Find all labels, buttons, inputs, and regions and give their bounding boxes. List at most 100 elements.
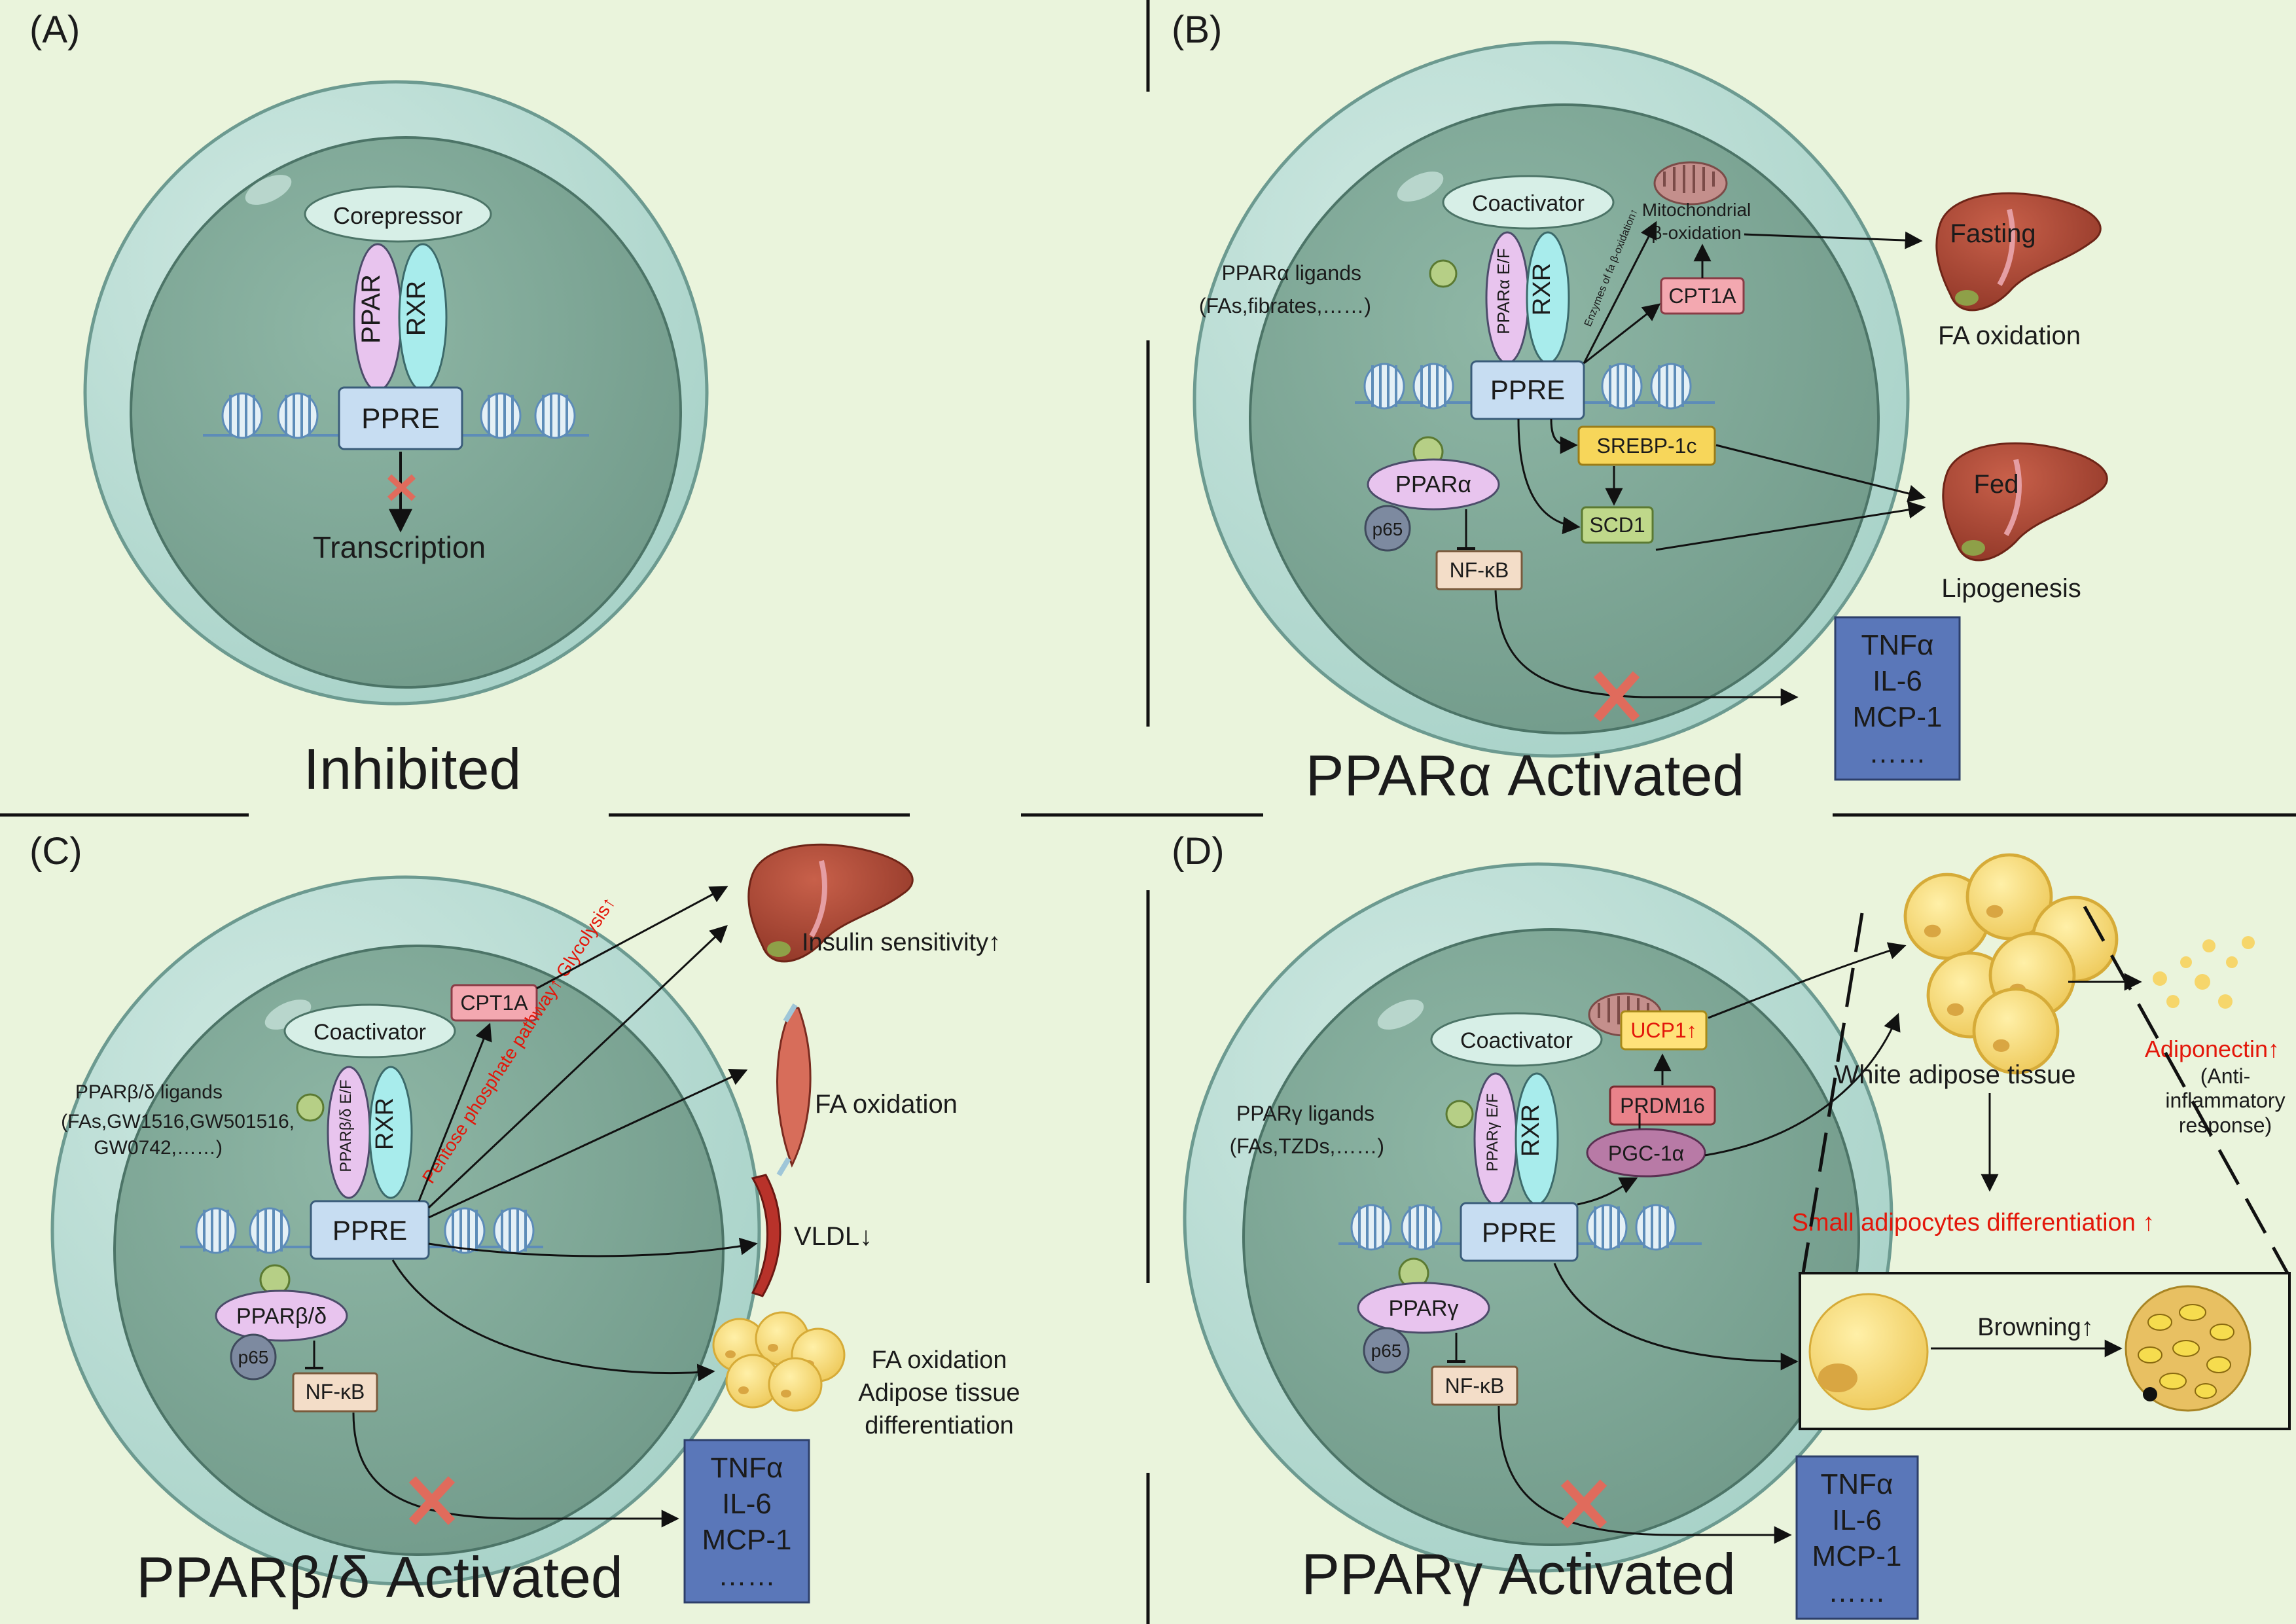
adiponectin-dots (2153, 936, 2255, 1009)
white-adipocyte-icon (1808, 1293, 1929, 1411)
zoom-line (2083, 905, 2289, 1274)
cytokine-item: IL-6 (722, 1488, 772, 1520)
coactivator-label: Coactivator (1472, 191, 1585, 216)
nucleus-highlight (1397, 171, 1444, 202)
cpt1a-box (450, 984, 538, 1022)
small-adipocytes-label: Small adipocytes differentiation ↑ (1792, 1209, 2155, 1236)
rxr-label: RXR (371, 1098, 399, 1150)
ppar-alpha-label: PPARα (1395, 471, 1471, 497)
ligands-label: PPARβ/δ ligands (75, 1081, 223, 1103)
block-cross (387, 474, 416, 501)
panel-d-letter: (D) (1172, 830, 1225, 873)
nucleus-highlight (245, 175, 292, 205)
nucleus-highlight (1377, 1000, 1424, 1030)
block-cross (408, 1476, 456, 1525)
ppre-label: PPRE (1490, 374, 1565, 405)
transcription-label: Transcription (313, 530, 486, 564)
ppar-alpha-ef-label: PPARα E/F (1494, 248, 1513, 334)
panel-b-title: PPARα Activated (1306, 743, 1744, 808)
ligands-label: PPARγ ligands (1236, 1102, 1374, 1125)
ligands-label: PPARα ligands (1221, 261, 1361, 285)
nfkb-box (1435, 550, 1523, 590)
nfkb-box (292, 1372, 378, 1413)
scd1-box (1581, 506, 1654, 544)
lipogenesis-label: Lipogenesis (1941, 574, 2081, 603)
srebp-box (1577, 425, 1716, 466)
pgc1a-label: PGC-1α (1608, 1142, 1684, 1165)
cpt1a-label: CPT1A (460, 991, 528, 1015)
corepressor-label: Corepressor (333, 202, 463, 229)
p65-label: p65 (238, 1347, 269, 1367)
insulin-label: Insulin sensitivity↑ (802, 929, 1001, 956)
ppre-label: PPRE (332, 1215, 407, 1246)
coactivator-label: Coactivator (1460, 1028, 1573, 1053)
cytokine-item: IL-6 (1832, 1504, 1882, 1536)
cytokine-item: TNFα (1861, 629, 1934, 661)
cytokine-box (1795, 1455, 1919, 1620)
cytokine-item: …… (1828, 1576, 1886, 1608)
ppar-gamma-label: PPARγ (1388, 1296, 1458, 1321)
ligand-circle (1445, 1100, 1474, 1128)
fasting-label: Fasting (1950, 219, 2036, 248)
mito-label-2: β-oxidation (1651, 223, 1742, 243)
nfkb-label: NF-κB (1445, 1374, 1505, 1398)
fa-oxidation-label: FA oxidation (815, 1090, 958, 1119)
panel-c-letter: (C) (29, 830, 82, 873)
prdm16-label: PRDM16 (1620, 1094, 1705, 1117)
cytokine-item: MCP-1 (1853, 701, 1943, 733)
cytokine-box (1834, 616, 1961, 781)
anti-label-1: (Anti- (2200, 1064, 2250, 1088)
brown-adipocyte-icon (2125, 1285, 2251, 1412)
ppar-alpha-complex (1367, 458, 1500, 511)
adiponectin-label: Adiponectin↑ (2145, 1036, 2280, 1062)
fa-oxidation-label: FA oxidation (1938, 321, 2081, 350)
white-adipose-label: White adipose tissue (1834, 1060, 2075, 1089)
ppre-label: PPRE (361, 403, 440, 435)
ppre-box (338, 386, 463, 450)
nfkb-label: NF-κB (306, 1380, 365, 1403)
cytokine-item: …… (718, 1560, 776, 1592)
zoom-line (1801, 912, 1864, 1274)
cytokine-item: MCP-1 (1812, 1540, 1902, 1572)
p65-label: p65 (1372, 519, 1403, 539)
panel-c-title: PPARβ/δ Activated (136, 1545, 623, 1610)
cytokine-box (683, 1439, 810, 1604)
pgc1a-ellipse (1586, 1128, 1706, 1178)
panel-d-title: PPARγ Activated (1301, 1542, 1736, 1606)
adipose-label-1: FA oxidation (871, 1346, 1007, 1374)
white-adipose-tissue-icon (1905, 855, 2117, 1073)
panel-a-title: Inhibited (304, 736, 522, 801)
panel-a-letter: (A) (29, 9, 80, 51)
rxr-label: RXR (402, 281, 431, 336)
ligands-examples: (FAs,GW1516,GW501516, (61, 1111, 295, 1132)
ppre-label: PPRE (1482, 1217, 1556, 1248)
anti-label-3: response) (2179, 1113, 2272, 1137)
ppre-box (310, 1200, 430, 1260)
mito-label-1: Mitochondrial (1642, 200, 1751, 220)
cpt1a-label: CPT1A (1668, 284, 1736, 308)
ppar-bd-complex (215, 1290, 348, 1342)
browning-label: Browning↑ (1977, 1314, 2093, 1341)
block-cross (1593, 671, 1640, 722)
coactivator (1430, 1012, 1603, 1067)
liver-fasting (1937, 193, 2100, 310)
adipose-label-2: Adipose tissue (858, 1379, 1020, 1407)
p65-circle (1364, 505, 1411, 552)
adipose-label-3: differentiation (865, 1412, 1013, 1439)
ppar-label: PPAR (357, 274, 386, 344)
ligand-circle (296, 1093, 325, 1122)
adipose-cluster-icon (712, 1311, 846, 1412)
ppre-box (1460, 1202, 1579, 1262)
srebp-label: SREBP-1c (1597, 434, 1697, 458)
ppar-bd-label: PPARβ/δ (236, 1304, 327, 1329)
ligands-examples: (FAs,TZDs,……) (1230, 1134, 1384, 1158)
panel-b-letter: (B) (1172, 9, 1222, 51)
ligands-examples-2: GW0742,……) (94, 1137, 223, 1159)
panel-b: (B) Coactivator PPARα ligands (FAs,fibra… (1172, 9, 2107, 808)
ligands-examples: (FAs,fibrates,……) (1199, 294, 1371, 317)
rxr-label: RXR (1528, 263, 1556, 316)
ucp1-label: UCP1↑ (1630, 1019, 1696, 1042)
panel-d: (D) Coactivator PPARγ ligands (FAs,TZDs,… (1172, 830, 2291, 1620)
